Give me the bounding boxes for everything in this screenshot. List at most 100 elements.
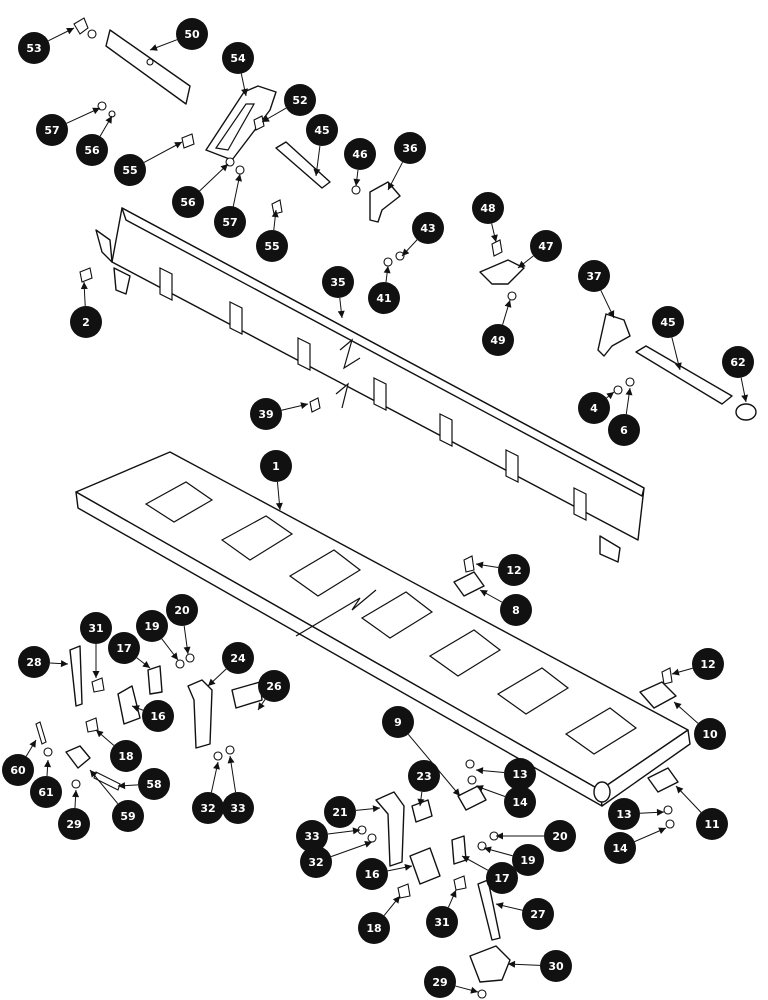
callout-c14a: 14 [504, 786, 536, 818]
callout-bubble [284, 84, 316, 116]
callout-label: 36 [402, 142, 418, 155]
callout-label: 29 [66, 818, 81, 831]
callout-label: 13 [512, 768, 527, 781]
callout-bubble [18, 646, 50, 678]
callout-c14b: 14 [604, 832, 636, 864]
arrowhead-c32b [364, 841, 372, 848]
callout-c49: 49 [482, 324, 514, 356]
callout-label: 12 [700, 658, 715, 671]
callout-bubble [694, 718, 726, 750]
callout-bubble [344, 138, 376, 170]
callout-label: 43 [420, 222, 435, 235]
callout-bubble [482, 324, 514, 356]
arrowhead-c28 [60, 660, 68, 668]
arrowhead-c30 [508, 960, 516, 968]
callout-bubble [504, 758, 536, 790]
arrowhead-c14a [476, 785, 484, 792]
callout-c16b: 16 [356, 858, 388, 890]
callout-c2: 2 [70, 306, 102, 338]
callout-label: 32 [200, 802, 215, 815]
callout-c13a: 13 [504, 758, 536, 790]
arrowhead-c14b [658, 827, 666, 835]
arrowhead-c46 [353, 178, 361, 186]
callout-bubble [30, 776, 62, 808]
arrowhead-c13b [656, 808, 664, 816]
callout-label: 39 [258, 408, 273, 421]
callout-c55a: 55 [114, 154, 146, 186]
arrowhead-c32a [213, 762, 220, 770]
callout-bubble [652, 306, 684, 338]
arrowhead-c31a [92, 671, 100, 678]
callout-bubble [358, 912, 390, 944]
callout-bubble [324, 796, 356, 828]
callout-bubble [222, 42, 254, 74]
callout-bubble [70, 306, 102, 338]
callout-c45a: 45 [306, 114, 338, 146]
callout-bubble [512, 844, 544, 876]
lower-left-hardware [35, 645, 263, 791]
callout-label: 26 [266, 680, 282, 693]
callout-bubble [498, 554, 530, 586]
callout-label: 29 [432, 976, 447, 989]
callout-label: 46 [352, 148, 368, 161]
upper-left-hardware [73, 17, 283, 215]
callout-c6: 6 [608, 414, 640, 446]
callout-bubble [530, 230, 562, 262]
callout-label: 20 [552, 830, 568, 843]
callout-label: 10 [702, 728, 718, 741]
callout-label: 30 [548, 960, 564, 973]
arrowhead-c57a [92, 107, 100, 115]
callout-label: 19 [520, 854, 535, 867]
callout-c52: 52 [284, 84, 316, 116]
callout-c28: 28 [18, 646, 50, 678]
arrowhead-c20b [496, 832, 503, 840]
callout-bubble [108, 632, 140, 664]
arrowhead-c58 [118, 782, 126, 790]
upper-center-hardware [275, 141, 405, 267]
upper-right-hardware [79, 239, 757, 421]
callout-bubble [394, 132, 426, 164]
arrowhead-c11 [676, 786, 684, 794]
callout-bubble [306, 114, 338, 146]
callout-c31a: 31 [80, 612, 112, 644]
arrowhead-c53 [66, 28, 74, 35]
callout-c53: 53 [18, 32, 50, 64]
arrowhead-c17b [462, 856, 470, 863]
callout-label: 2 [82, 316, 90, 329]
arrowhead-c21 [372, 805, 380, 813]
callout-c19a: 19 [136, 610, 168, 642]
callout-label: 1 [272, 460, 280, 473]
callout-c26: 26 [258, 670, 290, 702]
callout-label: 20 [174, 604, 190, 617]
callout-bubble [356, 858, 388, 890]
callout-label: 57 [44, 124, 59, 137]
arrowhead-c29a [72, 790, 80, 798]
callout-bubble [110, 740, 142, 772]
callout-c60: 60 [2, 754, 34, 786]
callout-label: 53 [26, 42, 41, 55]
arrowhead-c43 [402, 248, 410, 256]
callout-c16a: 16 [142, 700, 174, 732]
arrowhead-c62 [741, 394, 749, 402]
arrowhead-c31b [449, 890, 457, 898]
callout-bubble [142, 700, 174, 732]
callout-label: 17 [494, 872, 509, 885]
callout-bubble [260, 450, 292, 482]
arrowhead-c13a [476, 767, 484, 775]
callout-label: 31 [88, 622, 103, 635]
callout-label: 19 [144, 620, 159, 633]
callout-label: 45 [660, 316, 675, 329]
callout-bubble [522, 898, 554, 930]
arrowhead-c59 [90, 770, 98, 778]
callout-bubble [80, 612, 112, 644]
callout-c20a: 20 [166, 594, 198, 626]
arrowhead-c45b [674, 362, 682, 370]
callout-c11: 11 [696, 808, 728, 840]
callout-bubble [486, 862, 518, 894]
callout-c17b: 17 [486, 862, 518, 894]
arrowhead-c41 [383, 266, 391, 274]
callout-bubble [214, 206, 246, 238]
callout-c41: 41 [368, 282, 400, 314]
arrowhead-c52 [262, 115, 270, 122]
callout-bubble [578, 260, 610, 292]
